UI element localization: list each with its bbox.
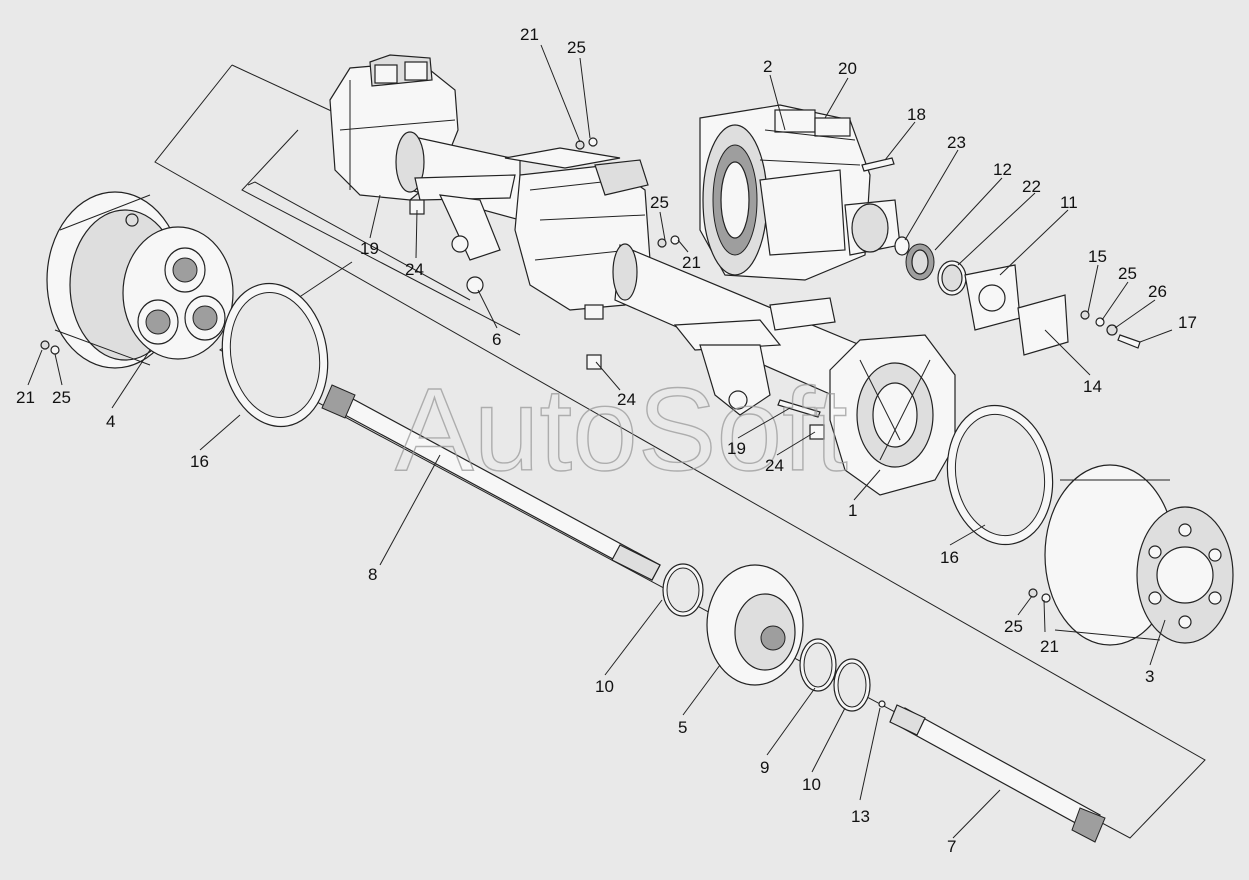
callout-12: 12 [993,160,1012,179]
gaskets [221,282,1054,546]
callout-18: 18 [907,105,926,124]
callout-19-left: 19 [360,239,379,258]
callout-25-left: 25 [52,388,71,407]
callout-26: 26 [1148,282,1167,301]
callout-13: 13 [851,807,870,826]
axle-shaft-right [889,704,1106,843]
callout-20: 20 [838,59,857,78]
callout-16-left: 16 [190,452,209,471]
small-fasteners [409,137,825,440]
callout-2: 2 [763,57,772,76]
watermark: AutoSoft [395,364,848,496]
callout-8: 8 [368,565,377,584]
callout-22: 22 [1022,177,1041,196]
callout-1: 1 [848,501,857,520]
leader-lines [27,44,1173,839]
right-hub-drum [1028,464,1234,646]
callout-21-right: 21 [1040,637,1059,656]
callout-24-mid: 24 [617,390,636,409]
callout-25-mid: 25 [650,193,669,212]
callout-10-upper: 10 [595,677,614,696]
callout-24-right: 24 [765,456,784,475]
callout-7: 7 [947,837,956,856]
callout-labels: 1 2 3 4 5 6 7 8 9 10 10 11 12 13 14 15 1… [16,25,1197,856]
callout-9: 9 [760,758,769,777]
callout-21-mid: 21 [682,253,701,272]
callout-21-top: 21 [520,25,539,44]
callout-25-top: 25 [567,38,586,57]
hub-and-rings [662,563,886,712]
callout-16-right: 16 [940,548,959,567]
callout-4: 4 [106,412,115,431]
callout-25-right: 25 [1118,264,1137,283]
callout-5: 5 [678,718,687,737]
callout-11: 11 [1060,193,1078,212]
callout-23: 23 [947,133,966,152]
callout-21-left: 21 [16,388,35,407]
callout-14: 14 [1083,377,1102,396]
callout-19-right: 19 [727,439,746,458]
callout-24-left: 24 [405,260,424,279]
pinion-side-parts [861,157,1069,356]
callout-25-hub: 25 [1004,617,1023,636]
callout-10-lower: 10 [802,775,821,794]
callout-3: 3 [1145,667,1154,686]
axle-housing [329,54,956,496]
axle-shaft-left [321,384,661,581]
final-drive-unit [699,104,901,281]
callout-17: 17 [1178,313,1197,332]
cover-fasteners [1080,310,1141,349]
planetary-carrier [122,226,234,360]
callout-15: 15 [1088,247,1107,266]
callout-6: 6 [492,330,501,349]
